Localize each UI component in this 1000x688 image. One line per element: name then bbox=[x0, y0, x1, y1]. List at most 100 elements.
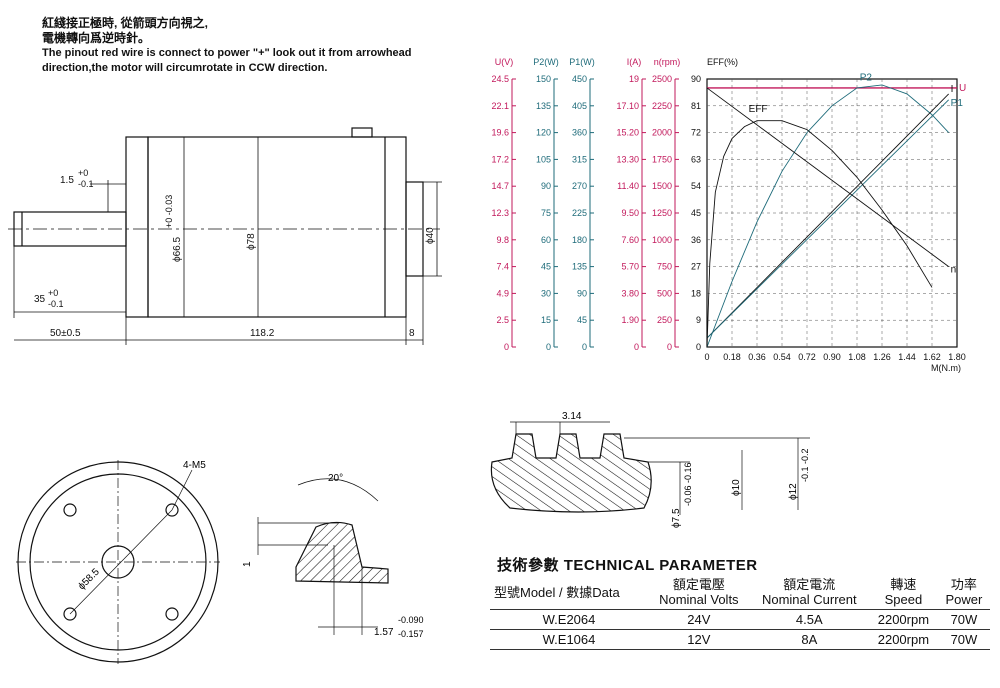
scale-tick-label: 0 bbox=[504, 342, 509, 352]
scale-tick-label: 2500 bbox=[652, 74, 672, 84]
wiring-note: 紅綫接正極時, 從箭頭方向視之,電機轉向爲逆時針。The pinout red … bbox=[42, 16, 412, 76]
scale-tick-label: 13.30 bbox=[616, 154, 639, 164]
scale-tick-label: 120 bbox=[536, 128, 551, 138]
key-detail: 20° 1 1.57 -0.090 -0.157 bbox=[242, 473, 424, 639]
scale-tick-label: 3.80 bbox=[621, 288, 639, 298]
cell-speed: 2200rpm bbox=[868, 629, 938, 650]
scale-tick-label: 135 bbox=[536, 101, 551, 111]
key-tol-minus: -0.157 bbox=[398, 629, 424, 639]
table-row: W.E2064 24V 4.5A 2200rpm 70W bbox=[490, 609, 990, 630]
scale-tick-label: 1500 bbox=[652, 181, 672, 191]
scale-title: P2(W) bbox=[533, 57, 559, 67]
tech-header-power-en: Power bbox=[945, 592, 983, 607]
eff-tick-label: 81 bbox=[691, 101, 701, 111]
scale-tick-label: 150 bbox=[536, 74, 551, 84]
tech-title-zh: 技術參數 bbox=[497, 557, 560, 574]
tech-header-power-zh: 功率 bbox=[950, 577, 977, 592]
cell-current: 8A bbox=[749, 629, 869, 650]
table-row: W.E1064 12V 8A 2200rpm 70W bbox=[490, 629, 990, 650]
scale-tick-label: 270 bbox=[572, 181, 587, 191]
series-line-i bbox=[706, 93, 949, 339]
cell-speed: 2200rpm bbox=[868, 609, 938, 630]
dia-40: ϕ40 bbox=[425, 227, 436, 244]
scale-tick-label: 2.5 bbox=[496, 315, 509, 325]
scale-tick-label: 7.60 bbox=[621, 235, 639, 245]
scale-tick-label: 19 bbox=[629, 74, 639, 84]
scale-title: U(V) bbox=[495, 57, 514, 67]
tech-header-current-en: Nominal Current bbox=[761, 592, 857, 607]
scale-title: I(A) bbox=[627, 57, 642, 67]
scale-tick-label: 45 bbox=[577, 315, 587, 325]
tech-header-speed-zh: 轉速 bbox=[890, 577, 917, 592]
dia-58-5: ϕ58.5 bbox=[76, 566, 102, 592]
scale-tick-label: 90 bbox=[577, 288, 587, 298]
scale-title: P1(W) bbox=[569, 57, 595, 67]
terminal-outline bbox=[351, 127, 373, 138]
scale-tick-label: 90 bbox=[541, 181, 551, 191]
eff-tick-label: 36 bbox=[691, 235, 701, 245]
dim-35: 35 bbox=[34, 294, 46, 305]
series-label-i: I bbox=[951, 84, 954, 95]
scale-tick-label: 4.9 bbox=[496, 288, 509, 298]
scale-tick-label: 105 bbox=[536, 154, 551, 164]
scale-tick-label: 360 bbox=[572, 128, 587, 138]
series-label-eff: EFF bbox=[749, 104, 768, 115]
scale-tick-label: 5.70 bbox=[621, 262, 639, 272]
gear-dia-7-5-tol: -0.06 -0.16 bbox=[683, 462, 693, 506]
x-tick-label: 1.80 bbox=[948, 352, 966, 362]
scale-tick-label: 0 bbox=[634, 342, 639, 352]
scale-tick-label: 19.6 bbox=[491, 128, 509, 138]
scale-tick-label: 500 bbox=[657, 288, 672, 298]
x-tick-label: 1.26 bbox=[873, 352, 891, 362]
key-tol-plus: -0.090 bbox=[398, 615, 424, 625]
x-tick-label: 0.18 bbox=[723, 352, 741, 362]
tech-header-model: 型號Model / 數據Data bbox=[490, 575, 648, 610]
motor-front-view: 4-M5 ϕ58.5 bbox=[16, 460, 220, 664]
eff-tick-label: 18 bbox=[691, 288, 701, 298]
tech-header-volts-en: Nominal Volts bbox=[659, 592, 739, 607]
dim-1-5: 1.5 bbox=[60, 175, 74, 186]
motor-side-view: 1.5 +0 -0.1 35 +0 -0.1 50±0.5 118.2 8 ϕ6… bbox=[8, 127, 442, 345]
mount-hole-tr bbox=[165, 503, 179, 517]
gear-pitch: 3.14 bbox=[562, 411, 582, 422]
tech-header-volts-zh: 額定電壓 bbox=[672, 577, 725, 592]
scale-tick-label: 450 bbox=[572, 74, 587, 84]
series-line-eff bbox=[706, 120, 933, 348]
scale-tick-label: 315 bbox=[572, 154, 587, 164]
scale-tick-label: 9.8 bbox=[496, 235, 509, 245]
dim-1-5-tol-minus: -0.1 bbox=[78, 179, 94, 189]
key-angle: 20° bbox=[328, 473, 343, 484]
tech-title: 技術參數 TECHNICAL PARAMETER bbox=[497, 554, 758, 575]
tech-header-model-label: 型號Model / 數據Data bbox=[494, 584, 620, 600]
mount-hole-br bbox=[165, 607, 179, 621]
motor-body-outline bbox=[147, 136, 407, 318]
series-line-p2 bbox=[706, 84, 949, 348]
dim-50: 50±0.5 bbox=[50, 328, 81, 339]
dia-66-5-tol: +0 -0.03 bbox=[164, 195, 174, 228]
scale-tick-label: 135 bbox=[572, 262, 587, 272]
cell-model: W.E1064 bbox=[490, 629, 648, 650]
key-profile bbox=[295, 521, 389, 584]
tech-header-current-zh: 額定電流 bbox=[783, 577, 836, 592]
scale-tick-label: 250 bbox=[657, 315, 672, 325]
scale-tick-label: 45 bbox=[541, 262, 551, 272]
scale-tick-label: 405 bbox=[572, 101, 587, 111]
eff-tick-label: 45 bbox=[691, 208, 701, 218]
scale-tick-label: 2250 bbox=[652, 101, 672, 111]
cell-power: 70W bbox=[937, 609, 990, 630]
tech-title-en: TECHNICAL PARAMETER bbox=[563, 557, 758, 574]
dim-35-tol-minus: -0.1 bbox=[48, 299, 64, 309]
dim-118-2: 118.2 bbox=[250, 328, 275, 339]
scale-tick-label: 12.3 bbox=[491, 208, 509, 218]
eff-tick-label: 54 bbox=[691, 181, 701, 191]
cell-power: 70W bbox=[937, 629, 990, 650]
x-tick-label: 0.72 bbox=[798, 352, 816, 362]
scale-tick-label: 1750 bbox=[652, 154, 672, 164]
cell-model: W.E2064 bbox=[490, 609, 648, 630]
scale-tick-label: 0 bbox=[546, 342, 551, 352]
scale-tick-label: 30 bbox=[541, 288, 551, 298]
gear-dia-12: ϕ12 bbox=[788, 483, 799, 500]
x-tick-label: 0.90 bbox=[823, 352, 841, 362]
